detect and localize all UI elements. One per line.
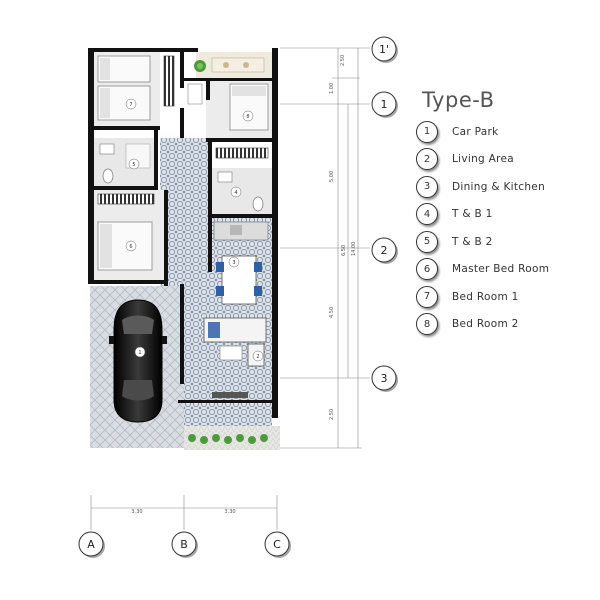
- svg-text:5: 5: [132, 162, 135, 168]
- chair: [216, 262, 224, 272]
- room-tag-living: 2: [252, 350, 264, 362]
- legend-label: T & B 1: [452, 208, 493, 221]
- svg-text:2: 2: [381, 244, 388, 257]
- garden-plants: [188, 434, 268, 444]
- legend-item: 6 Master Bed Room: [416, 256, 549, 284]
- svg-text:4: 4: [234, 190, 237, 196]
- furniture: [97, 55, 269, 444]
- legend-label: T & B 2: [452, 235, 493, 248]
- legend-item: 5 T & B 2: [416, 228, 549, 256]
- dim-bottom-left: 3.30: [131, 509, 142, 515]
- svg-text:3: 3: [232, 260, 235, 266]
- grid-bubble-a: A: [78, 531, 105, 558]
- room-tags: 1 2 3 4 5 6 7 8: [125, 98, 264, 362]
- dim-1-00: 1.00: [329, 83, 335, 94]
- dimension-lines-right: [280, 47, 370, 449]
- room-tag-tb1: 4: [230, 186, 242, 198]
- svg-text:C: C: [273, 538, 281, 551]
- legend-item: 2 Living Area: [416, 146, 549, 174]
- legend-label: Living Area: [452, 153, 515, 166]
- legend-badge: 3: [416, 175, 438, 198]
- legend-item: 8 Bed Room 2: [416, 311, 549, 339]
- wardrobe-2: [215, 147, 269, 159]
- room-tag-car-park: 1: [134, 346, 146, 358]
- legend-badge: 7: [416, 285, 438, 308]
- svg-text:6: 6: [129, 244, 132, 250]
- legend-badge: 4: [416, 203, 438, 226]
- legend-item: 4 T & B 1: [416, 201, 549, 229]
- dimension-labels-right: 2.50 1.00 5.00 4.50 2.50 6.50 14.00: [329, 55, 357, 420]
- grid-bubble-1-prime: 1': [371, 36, 398, 63]
- dim-6-50: 6.50: [341, 245, 347, 256]
- legend-label: Bed Room 2: [452, 318, 519, 331]
- walls: [88, 48, 278, 418]
- svg-text:7: 7: [129, 102, 132, 108]
- dim-2-50-top: 2.50: [340, 55, 346, 66]
- master-wardrobe: [97, 193, 155, 205]
- room-tag-bed1: 7: [125, 98, 137, 110]
- dimension-labels-bottom: 3.30 3.30: [131, 509, 235, 515]
- dimension-lines-bottom: [90, 495, 278, 530]
- grid-bubble-c: C: [264, 531, 291, 558]
- car: [109, 299, 167, 423]
- room-tag-master: 6: [125, 240, 137, 252]
- legend-item: 1 Car Park: [416, 118, 549, 146]
- legend-label: Car Park: [452, 125, 499, 138]
- grid-bubble-b: B: [171, 531, 198, 558]
- svg-text:1': 1': [379, 43, 389, 56]
- legend: 1 Car Park 2 Living Area 3 Dining & Kitchen…: [416, 118, 549, 338]
- svg-text:3: 3: [381, 372, 388, 385]
- grid-bubble-1: 1: [371, 91, 398, 118]
- svg-text:B: B: [180, 538, 188, 551]
- legend-label: Master Bed Room: [452, 263, 550, 276]
- dim-5-00: 5.00: [329, 171, 335, 182]
- legend-badge: 5: [416, 230, 438, 253]
- svg-text:2: 2: [256, 354, 259, 360]
- tv-console: [212, 392, 248, 398]
- legend-label: Dining & Kitchen: [452, 180, 546, 193]
- legend-item: 7 Bed Room 1: [416, 283, 549, 311]
- coffee-table: [219, 345, 243, 361]
- room-tag-dining: 3: [228, 256, 240, 268]
- desk-2: [187, 83, 203, 105]
- room-tag-bed2: 8: [242, 110, 254, 122]
- wardrobe-1: [163, 55, 175, 107]
- svg-text:A: A: [87, 538, 95, 551]
- dim-bottom-right: 3.30: [224, 509, 235, 515]
- room-tag-tb2: 5: [128, 158, 140, 170]
- grid-bubbles: 1' 1 2 3 A B C: [78, 36, 398, 558]
- bench-top: [211, 57, 265, 73]
- dining-table: [221, 255, 257, 305]
- svg-text:1: 1: [138, 350, 141, 356]
- legend-title: Type-B: [422, 88, 495, 112]
- legend-badge: 6: [416, 258, 438, 281]
- grid-bubble-2: 2: [371, 237, 398, 264]
- svg-text:8: 8: [246, 114, 249, 120]
- legend-item: 3 Dining & Kitchen: [416, 173, 549, 201]
- toilet-2: [252, 196, 264, 212]
- legend-badge: 8: [416, 313, 438, 336]
- svg-text:1: 1: [381, 98, 388, 111]
- legend-label: Bed Room 1: [452, 290, 519, 303]
- dim-2-50-bottom: 2.50: [329, 409, 335, 420]
- legend-badge: 1: [416, 120, 438, 143]
- legend-badge: 2: [416, 148, 438, 171]
- grid-bubble-3: 3: [371, 365, 398, 392]
- dim-4-50: 4.50: [329, 307, 335, 318]
- dim-14-00: 14.00: [351, 242, 357, 256]
- toilet-1: [102, 168, 114, 184]
